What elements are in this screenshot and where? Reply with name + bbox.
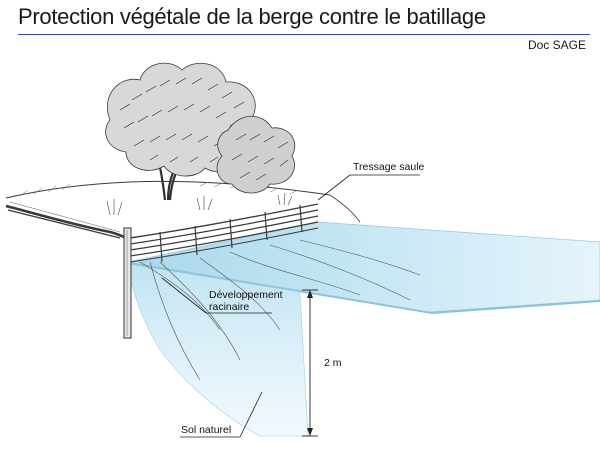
label-leaders (161, 174, 420, 438)
source-credit: Doc SAGE (527, 38, 586, 52)
willow-weaving (129, 203, 319, 263)
water-body (127, 221, 600, 437)
height-dimension (302, 289, 318, 437)
root-lines (139, 239, 421, 381)
label-sol: Sol naturel (181, 424, 232, 436)
tree-sketch (105, 62, 296, 216)
title-divider (18, 34, 590, 35)
label-height: 2 m (324, 357, 342, 369)
label-racinaire: Développement racinaire (209, 289, 283, 313)
page-title: Protection végétale de la berge contre l… (18, 4, 486, 29)
label-tressage: Tressage saule (353, 161, 425, 173)
stake-post (123, 227, 132, 339)
